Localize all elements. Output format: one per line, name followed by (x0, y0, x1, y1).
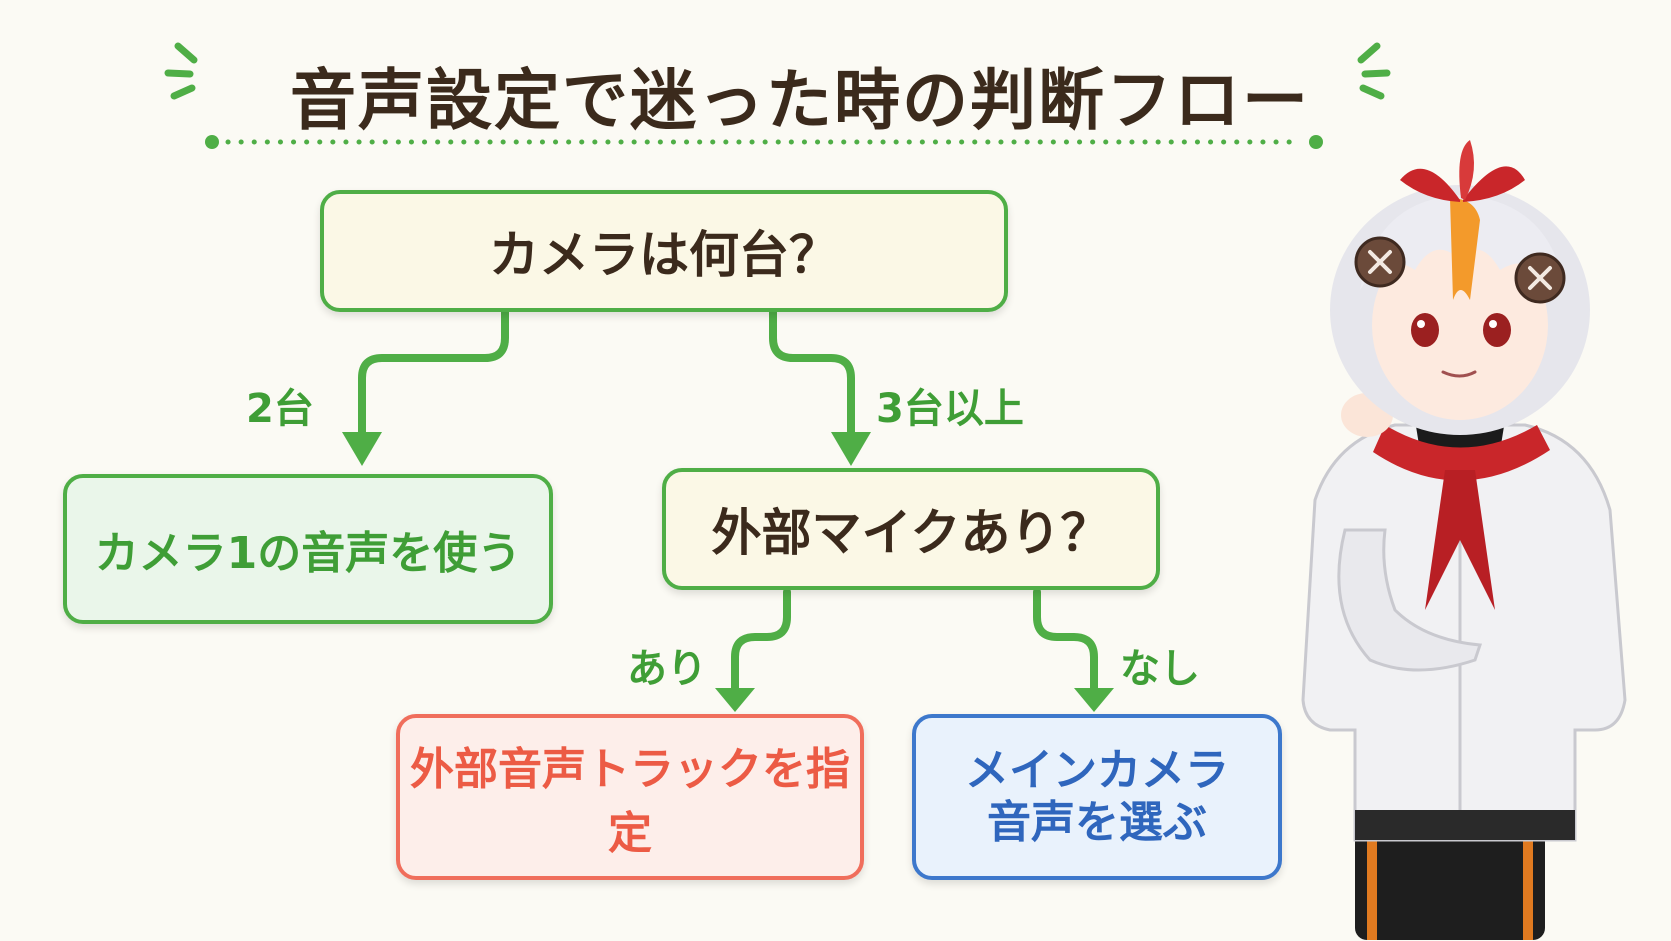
sparkle-icon-right (1357, 42, 1391, 100)
edge-label-no: なし (1120, 646, 1200, 692)
result-main-camera-audio: メインカメラ 音声を選ぶ (912, 714, 1282, 880)
page-title: 音声設定で迷った時の判断フロー (290, 62, 1310, 139)
question-camera-count: カメラは何台？ (320, 190, 1008, 312)
edge-label-yes: あり (627, 646, 707, 692)
title-divider (205, 135, 1323, 149)
sparkle-icon-left (164, 42, 198, 100)
question-external-mic: 外部マイクあり？ (662, 468, 1160, 590)
question-camera-count-text: カメラは何台？ (489, 226, 839, 284)
result-external-track-text: 外部音声トラックを指定 (410, 744, 850, 859)
result-camera1-audio-text: カメラ1の音声を使う (94, 528, 522, 579)
edge-label-three-plus: 3台以上 (876, 386, 1024, 432)
question-external-mic-text: 外部マイクあり？ (711, 504, 1111, 562)
edge-label-two: 2台 (246, 386, 314, 432)
result-external-track: 外部音声トラックを指定 (396, 714, 864, 880)
result-main-camera-line1: メインカメラ (965, 745, 1229, 797)
result-camera1-audio: カメラ1の音声を使う (63, 474, 553, 624)
character-illustration (1301, 140, 1627, 940)
result-main-camera-line2: 音声を選ぶ (987, 797, 1207, 848)
